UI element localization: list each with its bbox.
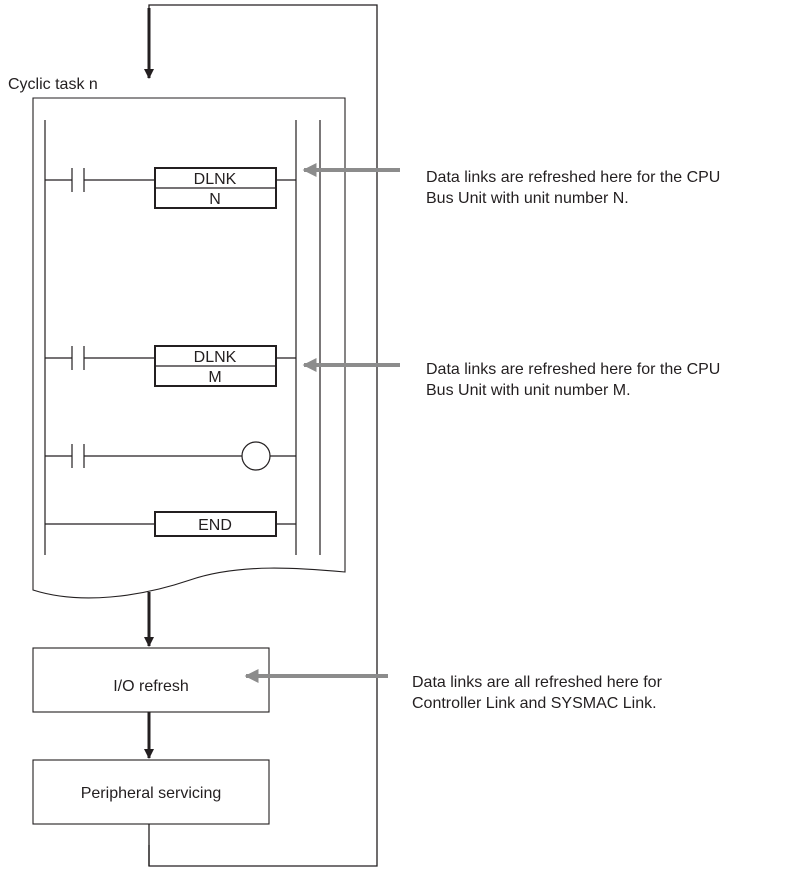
annotation-1-line-1: Data links are refreshed here for the CP… [426,169,720,186]
annotation-3-line-1: Data links are all refreshed here for [412,674,663,691]
rung-1: DLNK N [45,167,296,209]
annotation-2-line-2: Bus Unit with unit number M. [426,382,631,399]
annotation-2-line-1: Data links are refreshed here for the CP… [426,361,720,378]
instruction-name: DLNK [194,349,237,366]
annotation-3-line-2: Controller Link and SYSMAC Link. [412,695,657,712]
instruction-name: DLNK [194,171,237,188]
io-refresh-box [32,647,270,713]
instruction-operand: M [208,369,221,386]
rung-3 [45,441,296,471]
output-coil [241,441,271,471]
annotation-1-line-2: Bus Unit with unit number N. [426,190,629,207]
instruction-operand: N [209,191,221,208]
peripheral-servicing-box [32,759,270,825]
end-instruction-box [154,511,277,537]
end-instruction-label: END [198,517,232,534]
rung-end: END [45,511,296,537]
peripheral-servicing-label: Peripheral servicing [81,785,222,802]
rung-2: DLNK M [45,345,296,387]
io-refresh-label: I/O refresh [113,678,189,695]
task-label: Cyclic task n [8,76,98,93]
